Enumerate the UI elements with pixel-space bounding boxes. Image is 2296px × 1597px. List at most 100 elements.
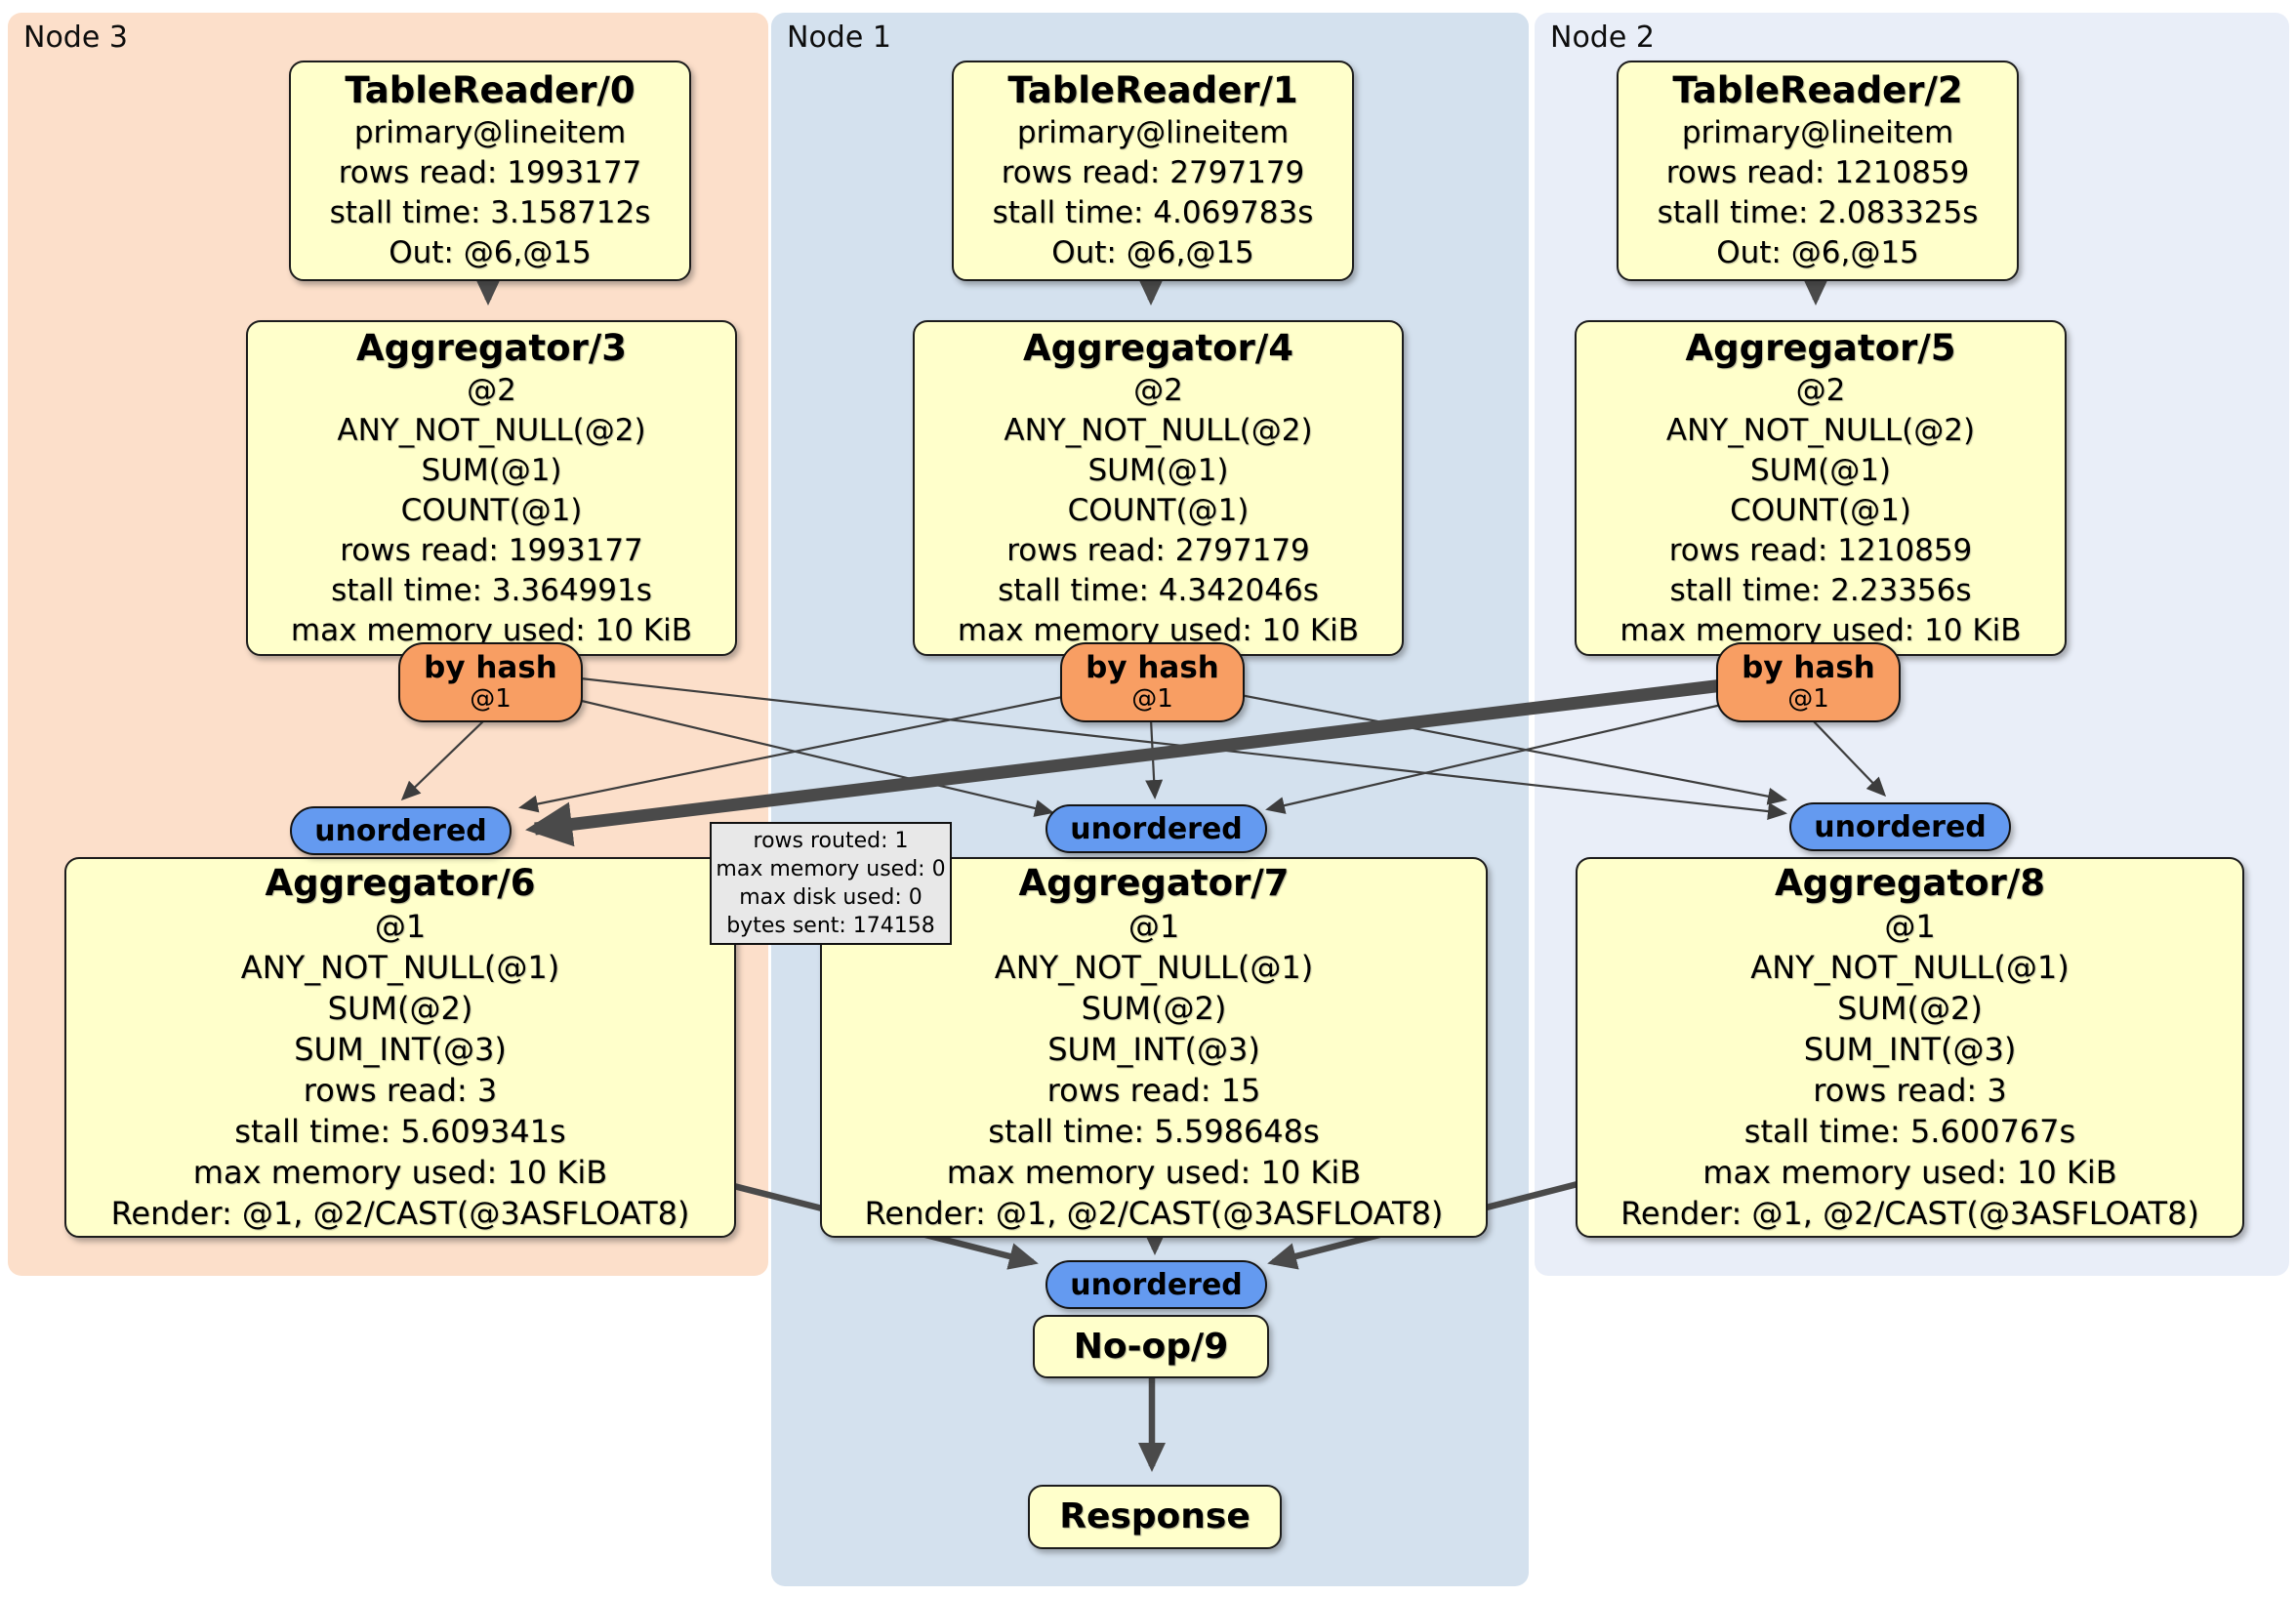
processor-line: COUNT(@1) — [400, 492, 583, 528]
processor-line: @2 — [467, 372, 516, 408]
processor-title: Aggregator/5 — [1685, 326, 1956, 369]
processor-line: @2 — [1133, 372, 1183, 408]
processor-aggregator-4[interactable]: Aggregator/4 @2 ANY_NOT_NULL(@2) SUM(@1)… — [913, 320, 1404, 656]
router-detail: @1 — [470, 684, 512, 714]
edge-router3-to-sync3[interactable] — [400, 718, 486, 801]
processor-line: ANY_NOT_NULL(@2) — [1665, 412, 1976, 448]
processor-line: ANY_NOT_NULL(@2) — [1004, 412, 1313, 448]
node-panel-3-label: Node 3 — [23, 20, 128, 55]
processor-aggregator-8[interactable]: Aggregator/8 @1 ANY_NOT_NULL(@1) SUM(@2)… — [1576, 857, 2244, 1238]
processor-line: SUM_INT(@3) — [1803, 1031, 2017, 1068]
edge-stats-tooltip: rows routed: 1 max memory used: 0 max di… — [710, 822, 952, 945]
processor-title: TableReader/2 — [1672, 69, 1963, 111]
processor-noop-9[interactable]: No-op/9 — [1033, 1315, 1269, 1378]
processor-line: rows read: 2797179 — [1001, 155, 1305, 190]
processor-line: rows read: 1210859 — [1668, 532, 1973, 568]
edge-router4-to-sync3[interactable] — [518, 693, 1073, 813]
processor-line: Out: @6,@15 — [1051, 235, 1254, 270]
processor-line: Render: @1, @2/CAST(@3ASFLOAT8) — [110, 1195, 690, 1232]
processor-line: ANY_NOT_NULL(@1) — [1750, 949, 2070, 986]
processor-line: COUNT(@1) — [1067, 492, 1250, 528]
processor-line: SUM(@2) — [327, 990, 473, 1027]
processor-line: max memory used: 10 KiB — [192, 1154, 608, 1191]
processor-line: stall time: 2.083325s — [1657, 195, 1979, 230]
processor-line: @1 — [374, 908, 427, 945]
edge-router3-to-sync2[interactable] — [554, 674, 1787, 821]
processor-line: ANY_NOT_NULL(@2) — [337, 412, 646, 448]
processor-line: SUM_INT(@3) — [1047, 1031, 1260, 1068]
processor-line: @2 — [1795, 372, 1846, 408]
processor-line: rows read: 1993177 — [338, 155, 642, 190]
processor-line: stall time: 3.364991s — [331, 572, 652, 608]
processor-line: ANY_NOT_NULL(@1) — [994, 949, 1314, 986]
router-by-hash-3[interactable]: by hash @1 — [398, 642, 583, 722]
processor-line: max memory used: 10 KiB — [946, 1154, 1362, 1191]
processor-line: max memory used: 10 KiB — [1620, 612, 2022, 648]
processor-title: No-op/9 — [1073, 1326, 1229, 1367]
node-panel-1-label: Node 1 — [787, 20, 891, 55]
processor-line: SUM(@1) — [421, 452, 562, 488]
processor-line: ANY_NOT_NULL(@1) — [240, 949, 560, 986]
processor-line: @1 — [1128, 908, 1180, 945]
edge-router5-to-sync1[interactable] — [1265, 701, 1731, 814]
processor-line: rows read: 1210859 — [1665, 155, 1970, 190]
processor-title: TableReader/0 — [345, 69, 636, 111]
processor-line: stall time: 5.600767s — [1743, 1113, 2076, 1150]
router-label: by hash — [424, 650, 557, 685]
processor-tablereader-2[interactable]: TableReader/2 primary@lineitem rows read… — [1617, 61, 2019, 281]
router-by-hash-4[interactable]: by hash @1 — [1060, 642, 1245, 722]
processor-line: max memory used: 10 KiB — [957, 612, 1360, 648]
router-label: by hash — [1742, 650, 1875, 685]
processor-line: stall time: 3.158712s — [329, 195, 651, 230]
edge-router3-to-sync1[interactable] — [548, 691, 1054, 817]
processor-line: SUM(@2) — [1837, 990, 1983, 1027]
sync-label: unordered — [1070, 811, 1243, 846]
processor-line: SUM(@1) — [1749, 452, 1892, 488]
node-panel-2-label: Node 2 — [1550, 20, 1655, 55]
processor-line: Out: @6,@15 — [1716, 235, 1919, 270]
processor-line: COUNT(@1) — [1730, 492, 1911, 528]
edge-router5-to-sync2[interactable] — [1811, 718, 1887, 798]
processor-line: primary@lineitem — [353, 115, 627, 150]
processor-aggregator-6[interactable]: Aggregator/6 @1 ANY_NOT_NULL(@1) SUM(@2)… — [64, 857, 736, 1238]
processor-line: stall time: 4.069783s — [992, 195, 1314, 230]
processor-line: max memory used: 10 KiB — [290, 612, 693, 648]
router-detail: @1 — [1131, 684, 1173, 714]
processor-aggregator-3[interactable]: Aggregator/3 @2 ANY_NOT_NULL(@2) SUM(@1)… — [246, 320, 737, 656]
processor-line: rows read: 1993177 — [340, 532, 643, 568]
processor-aggregator-5[interactable]: Aggregator/5 @2 ANY_NOT_NULL(@2) SUM(@1)… — [1575, 320, 2067, 656]
processor-title: Aggregator/6 — [265, 862, 536, 904]
tooltip-line: rows routed: 1 — [753, 829, 909, 853]
sync-unordered-final[interactable]: unordered — [1046, 1260, 1267, 1309]
processor-line: stall time: 2.23356s — [1669, 572, 1972, 608]
sync-unordered-node2[interactable]: unordered — [1789, 802, 2011, 851]
processor-line: rows read: 15 — [1046, 1072, 1261, 1109]
processor-title: Aggregator/4 — [1022, 326, 1293, 369]
router-by-hash-5[interactable]: by hash @1 — [1716, 642, 1901, 722]
processor-line: SUM(@1) — [1087, 452, 1229, 488]
processor-title: Response — [1059, 1496, 1250, 1536]
sync-unordered-node1[interactable]: unordered — [1046, 804, 1267, 853]
tooltip-line: max memory used: 0 — [716, 857, 946, 881]
edge-router4-to-sync2[interactable] — [1229, 691, 1787, 805]
processor-line: stall time: 4.342046s — [998, 572, 1319, 608]
edge-router5-to-sync3-heavy[interactable] — [525, 678, 1724, 847]
sync-label: unordered — [314, 813, 487, 848]
processor-line: rows read: 3 — [303, 1072, 498, 1109]
processor-response[interactable]: Response — [1028, 1485, 1282, 1549]
processor-tablereader-1[interactable]: TableReader/1 primary@lineitem rows read… — [952, 61, 1354, 281]
processor-line: Out: @6,@15 — [389, 235, 592, 270]
router-label: by hash — [1086, 650, 1219, 685]
processor-line: stall time: 5.598648s — [988, 1113, 1320, 1150]
processor-line: primary@lineitem — [1681, 115, 1954, 150]
processor-tablereader-0[interactable]: TableReader/0 primary@lineitem rows read… — [289, 61, 691, 281]
sync-label: unordered — [1070, 1267, 1243, 1302]
processor-title: Aggregator/3 — [355, 326, 627, 369]
tooltip-line: max disk used: 0 — [739, 885, 922, 910]
processor-line: @1 — [1884, 908, 1936, 945]
sync-unordered-node3[interactable]: unordered — [290, 806, 512, 855]
processor-line: primary@lineitem — [1016, 115, 1290, 150]
tooltip-line: bytes sent: 174158 — [726, 914, 935, 938]
processor-title: Aggregator/8 — [1774, 862, 2045, 904]
